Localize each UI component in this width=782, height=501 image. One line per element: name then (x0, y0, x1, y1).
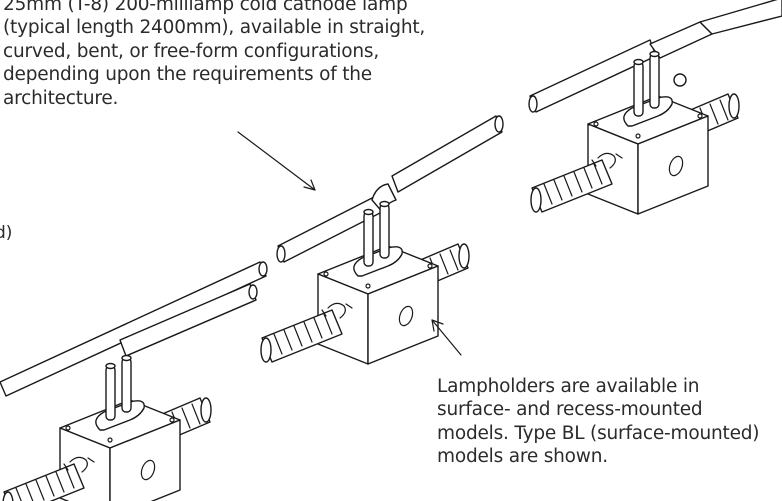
lamp-description-line: curved, bent, or free-form configuration… (3, 40, 380, 62)
edge-text-fragment: d) (0, 223, 13, 243)
lampholder-description-callout: Lampholders are available in surface- an… (437, 375, 760, 469)
lamp-description-line: (typical length 2400mm), available in st… (3, 17, 426, 39)
leader-line-lamp (237, 131, 316, 191)
lampholder-assembly-2 (260, 115, 504, 365)
lampholder-description-line: models are shown. (437, 446, 608, 468)
lamp-tube-left-1 (0, 261, 267, 397)
lamp-tube-center-2 (391, 115, 503, 193)
lamp-clip-screw (673, 73, 687, 87)
lamp-tube-left-2 (119, 283, 257, 357)
lamp-tube-right-2 (699, 0, 782, 35)
lampholder-description-line: surface- and recess-mounted (437, 399, 703, 421)
lamp-description-callout: 25mm (T-8) 200-milliamp cold cathode lam… (3, 0, 425, 110)
lampholder-assembly-3 (528, 0, 782, 215)
lamp-description-line: architecture. (3, 87, 119, 109)
lampholder-description-line: Lampholders are available in (437, 376, 700, 397)
lamp-description-line: depending upon the requirements of the (3, 64, 372, 86)
lampholder-description-line: models. Type BL (surface-mounted) (437, 422, 760, 444)
lampholder-assembly-1 (0, 261, 268, 501)
leader-line-lampholder (431, 319, 462, 356)
lamp-description-line: 25mm (T-8) 200-milliamp cold cathode lam… (3, 0, 408, 15)
